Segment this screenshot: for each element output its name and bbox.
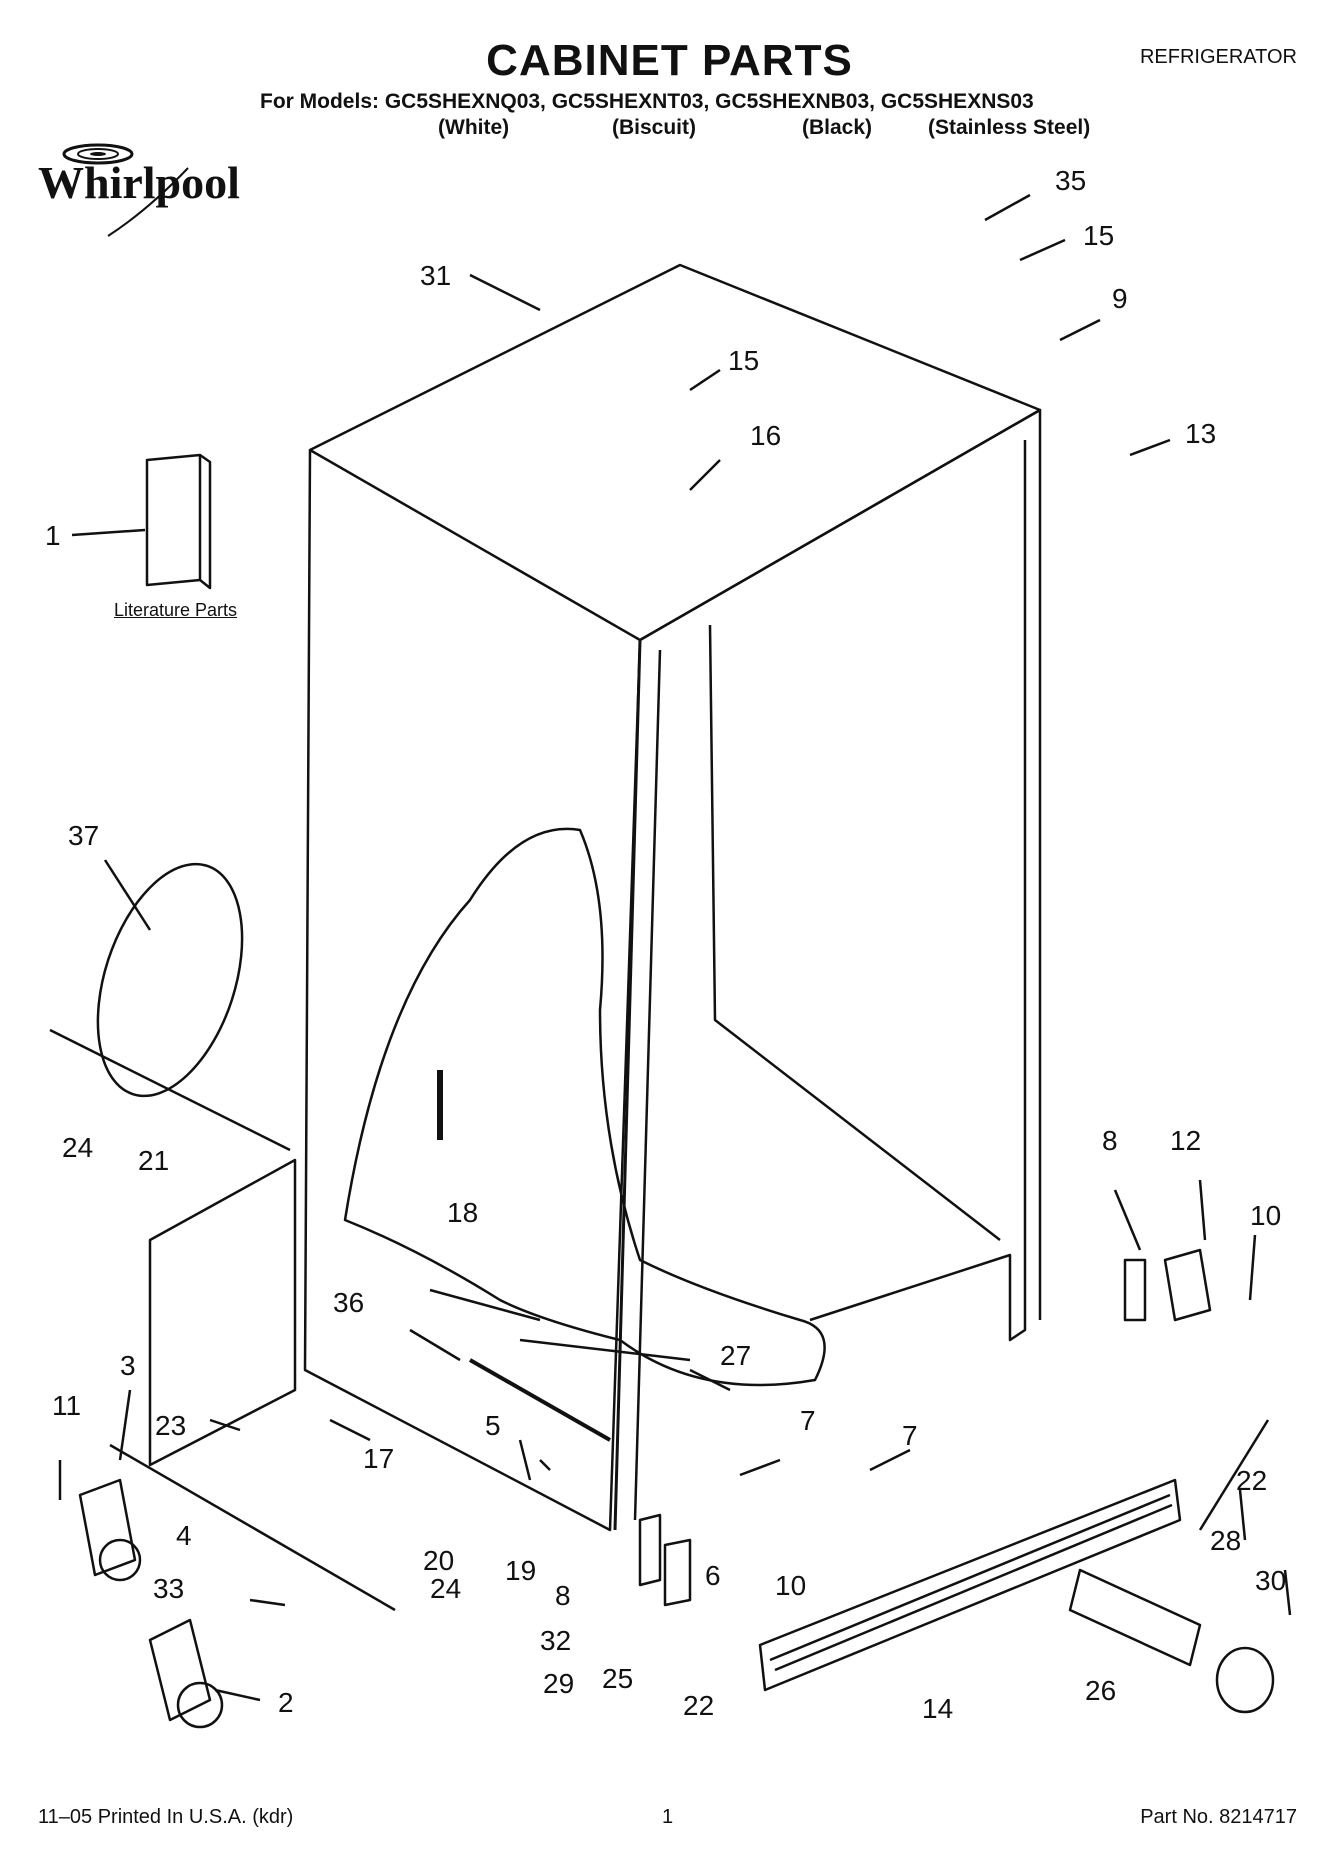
callout-25: 25 — [602, 1663, 633, 1694]
page-title: CABINET PARTS — [486, 36, 853, 85]
callout-1: 1 — [45, 520, 61, 551]
callout-7-right: 7 — [902, 1420, 918, 1451]
callout-16: 16 — [750, 420, 781, 451]
literature-book — [145, 453, 202, 587]
callout-2: 2 — [278, 1687, 294, 1718]
callout-9: 9 — [1112, 283, 1128, 314]
callout-13: 13 — [1185, 418, 1216, 449]
whirlpool-logo: Whirlpool — [38, 140, 278, 240]
cabinet-front-frame — [639, 408, 1042, 1320]
color-stainless-steel: (Stainless Steel) — [928, 116, 1091, 139]
cabinet-top — [308, 263, 1042, 642]
callout-36: 36 — [333, 1287, 364, 1318]
callout-30: 30 — [1255, 1565, 1286, 1596]
callout-31: 31 — [420, 260, 451, 291]
page-number: 1 — [662, 1806, 674, 1828]
callout-4: 4 — [176, 1520, 192, 1551]
color-white: (White) — [438, 116, 510, 139]
callout-20: 20 — [423, 1545, 454, 1576]
models-line: For Models: GC5SHEXNQ03, GC5SHEXNT03, GC… — [260, 90, 1034, 113]
callout-19: 19 — [505, 1555, 536, 1586]
callout-11: 11 — [52, 1390, 81, 1421]
front-roller — [98, 1538, 142, 1582]
appliance-type: REFRIGERATOR — [1139, 46, 1297, 68]
rear-roller — [176, 1681, 224, 1729]
power-cord — [49, 1028, 291, 1152]
callout-18: 18 — [447, 1197, 478, 1228]
callout-28: 28 — [1210, 1525, 1241, 1556]
print-info: 11–05 Printed In U.S.A. (kdr) — [38, 1806, 294, 1828]
callout-29: 29 — [543, 1668, 574, 1699]
cabinet-left-side — [303, 449, 642, 1532]
callout-15-top: 15 — [1083, 220, 1114, 251]
water-filter — [1068, 1568, 1202, 1667]
filter-cap — [1215, 1646, 1275, 1714]
cutaway — [343, 827, 826, 1387]
power-cord-coil — [96, 862, 244, 1098]
callout-17: 17 — [363, 1443, 394, 1474]
callout-35: 35 — [1055, 165, 1086, 196]
hinge-left — [638, 1513, 662, 1587]
callout-15-center: 15 — [728, 345, 759, 376]
callout-32: 32 — [540, 1625, 571, 1656]
callout-8-right: 8 — [1102, 1125, 1118, 1156]
literature-parts-label: Literature Parts — [114, 600, 238, 620]
callout-7-left: 7 — [800, 1405, 816, 1436]
callout-labels: 35 15 31 9 15 16 13 1 37 24 21 18 8 12 1… — [45, 165, 1286, 1724]
callout-12: 12 — [1170, 1125, 1201, 1156]
callout-23: 23 — [155, 1410, 186, 1441]
callout-22-left: 22 — [683, 1690, 714, 1721]
callout-5: 5 — [485, 1410, 501, 1441]
callout-6: 6 — [705, 1560, 721, 1591]
logo-wordmark: Whirlpool — [38, 157, 240, 208]
hinge-right — [1123, 1258, 1147, 1322]
callout-37: 37 — [68, 820, 99, 851]
callout-8-left: 8 — [555, 1580, 571, 1611]
callout-26: 26 — [1085, 1675, 1116, 1706]
rod-36 — [469, 1358, 611, 1442]
part-number: Part No. 8214717 — [1140, 1806, 1297, 1828]
water-tube — [519, 1338, 691, 1362]
callout-27: 27 — [720, 1340, 751, 1371]
callout-24-top: 24 — [62, 1132, 93, 1163]
color-biscuit: (Biscuit) — [612, 116, 696, 139]
callout-33: 33 — [153, 1573, 184, 1604]
leveling-rod — [109, 1443, 396, 1612]
callout-21: 21 — [138, 1145, 169, 1176]
color-black: (Black) — [802, 116, 873, 139]
rear-access-panel — [148, 1158, 297, 1467]
callout-10-center: 10 — [775, 1570, 806, 1601]
callout-3: 3 — [120, 1350, 136, 1381]
cabinet-inner-back — [708, 624, 1001, 1241]
callout-14: 14 — [922, 1693, 953, 1724]
callout-24-bottom: 24 — [430, 1573, 461, 1604]
toe-grille — [758, 1478, 1182, 1692]
callout-10-right: 10 — [1250, 1200, 1281, 1231]
callout-22-right: 22 — [1236, 1465, 1267, 1496]
